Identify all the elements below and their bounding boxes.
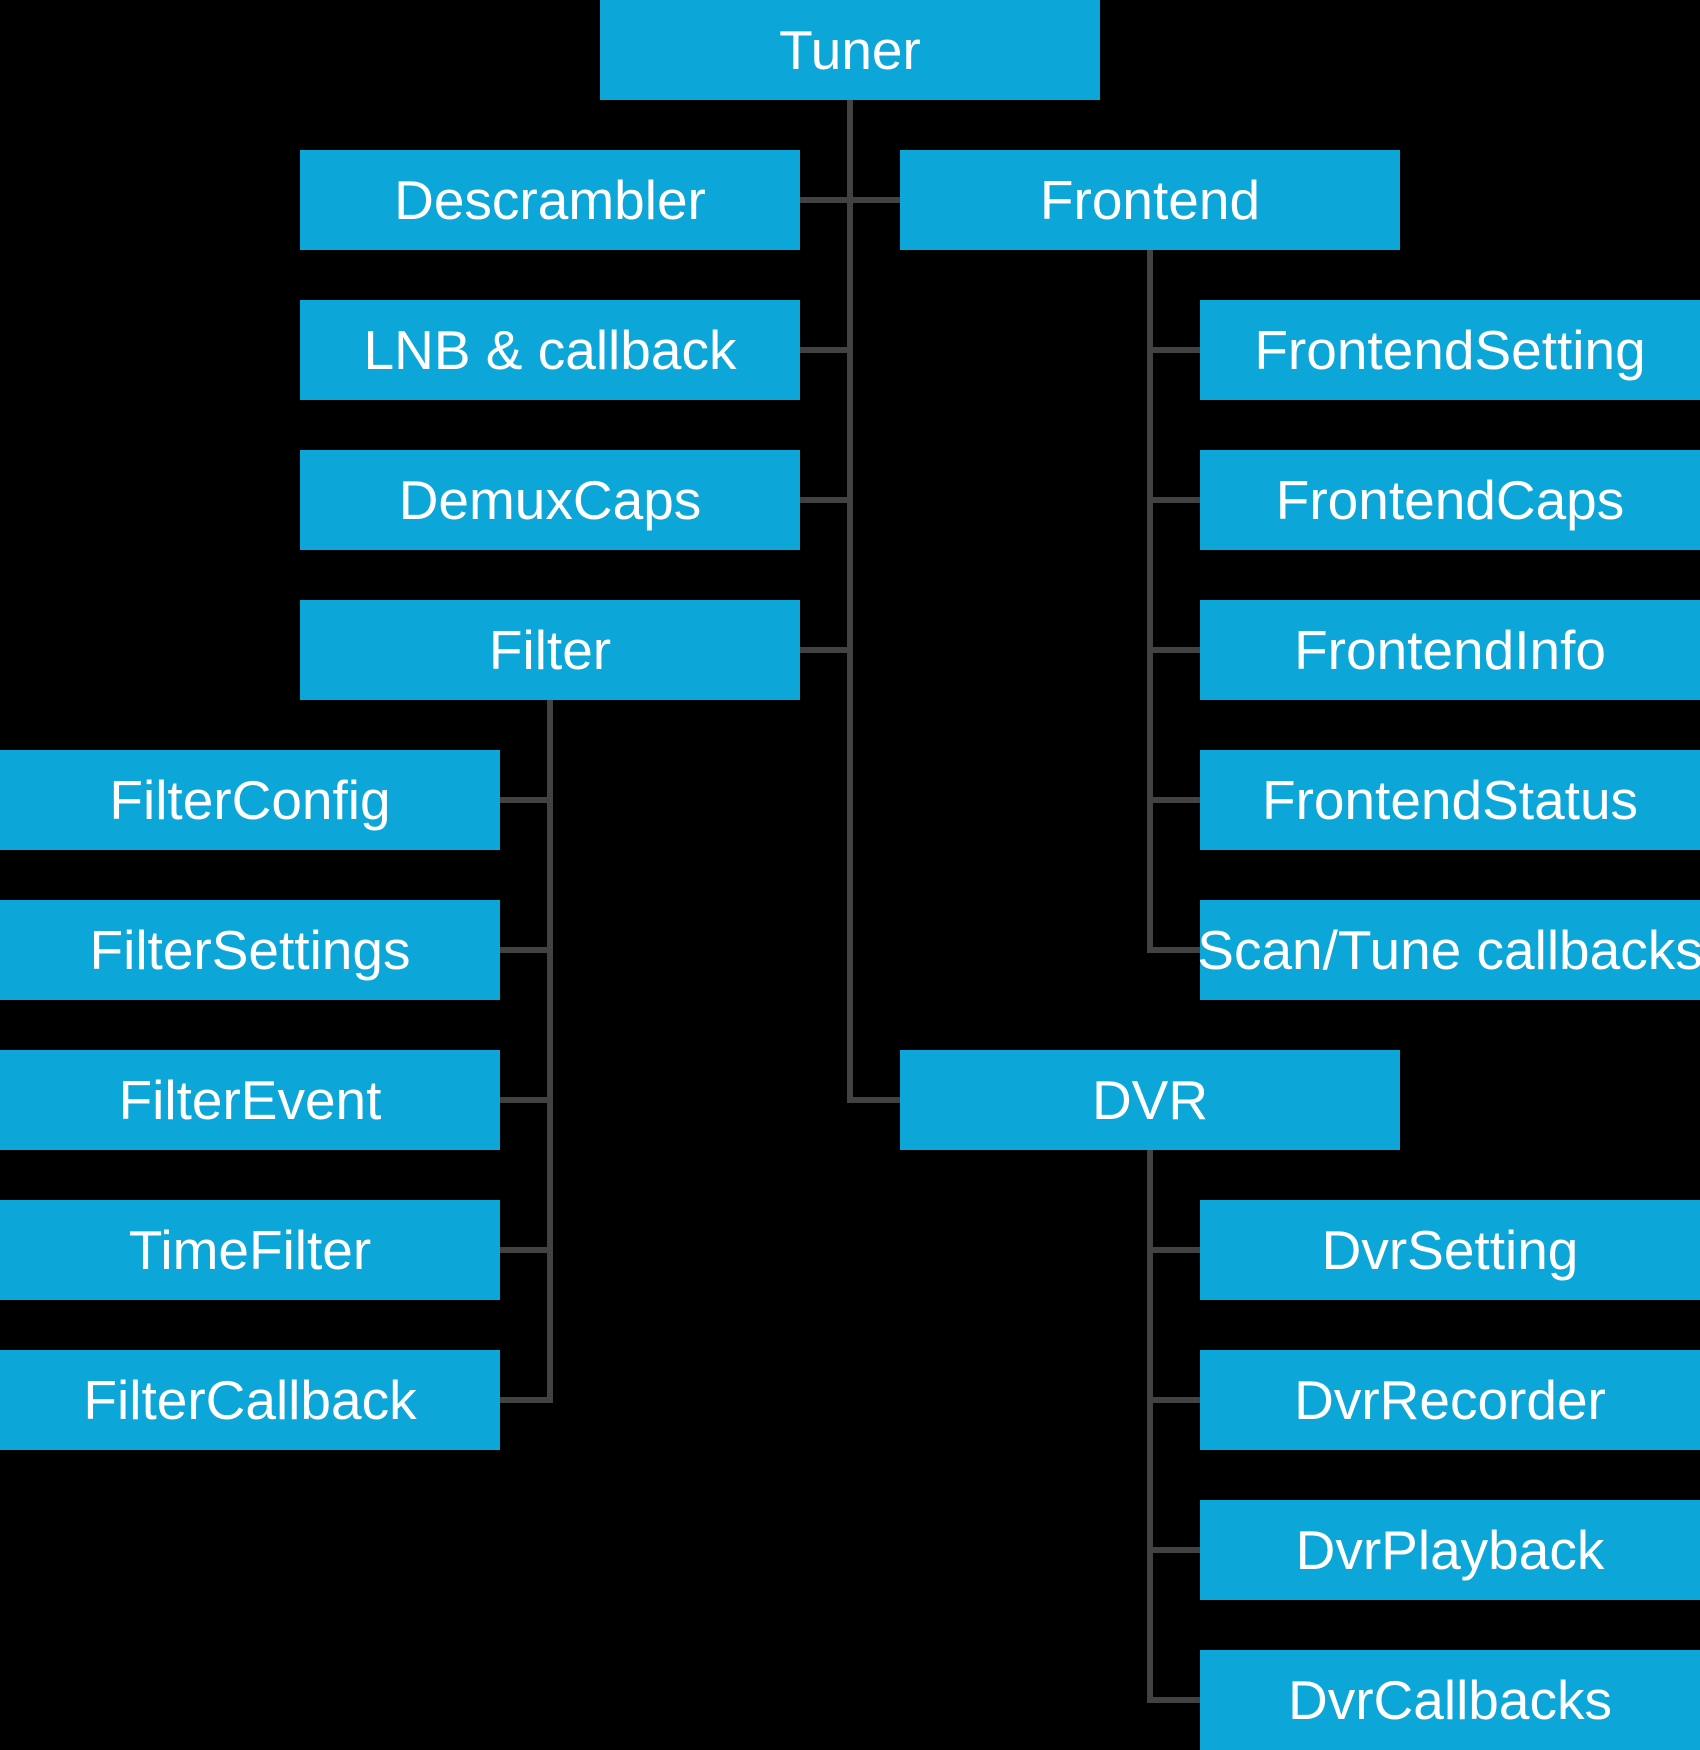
connector-stub-frontend_status [1147, 797, 1200, 803]
connector-stub-filter_callback [500, 1397, 553, 1403]
node-frontend_info: FrontendInfo [1200, 600, 1700, 700]
node-filter_settings: FilterSettings [0, 900, 500, 1000]
node-scan_tune_callbacks: Scan/Tune callbacks [1197, 900, 1700, 1000]
connector-trunk-frontend [1147, 250, 1153, 953]
node-frontend_caps: FrontendCaps [1200, 450, 1700, 550]
connector-stub-frontend_info [1147, 647, 1200, 653]
connector-stub-frontend_caps [1147, 497, 1200, 503]
node-dvr_callbacks: DvrCallbacks [1200, 1650, 1700, 1750]
connector-stub-frontend [847, 197, 900, 203]
node-time_filter: TimeFilter [0, 1200, 500, 1300]
connector-stub-descrambler [800, 197, 853, 203]
node-descrambler: Descrambler [300, 150, 800, 250]
connector-stub-demux_caps [800, 497, 853, 503]
node-frontend: Frontend [900, 150, 1400, 250]
connector-stub-filter_config [500, 797, 553, 803]
connector-stub-filter [800, 647, 853, 653]
node-filter_config: FilterConfig [0, 750, 500, 850]
node-filter: Filter [300, 600, 800, 700]
connector-stub-frontend_setting [1147, 347, 1200, 353]
connector-trunk-dvr [1147, 1150, 1153, 1703]
connector-stub-dvr_playback [1147, 1547, 1200, 1553]
node-frontend_setting: FrontendSetting [1200, 300, 1700, 400]
node-dvr_playback: DvrPlayback [1200, 1500, 1700, 1600]
connector-stub-lnb_callback [800, 347, 853, 353]
connector-stub-dvr_setting [1147, 1247, 1200, 1253]
node-demux_caps: DemuxCaps [300, 450, 800, 550]
node-filter_event: FilterEvent [0, 1050, 500, 1150]
connector-stub-dvr_callbacks [1147, 1697, 1200, 1703]
connector-stub-dvr_recorder [1147, 1397, 1200, 1403]
connector-trunk-tuner [847, 100, 853, 1103]
connector-stub-time_filter [500, 1247, 553, 1253]
node-tuner: Tuner [600, 0, 1100, 100]
node-dvr_setting: DvrSetting [1200, 1200, 1700, 1300]
node-lnb_callback: LNB & callback [300, 300, 800, 400]
connector-stub-filter_event [500, 1097, 553, 1103]
connector-stub-scan_tune_callbacks [1147, 947, 1200, 953]
connector-stub-dvr [847, 1097, 900, 1103]
node-dvr_recorder: DvrRecorder [1200, 1350, 1700, 1450]
node-filter_callback: FilterCallback [0, 1350, 500, 1450]
node-dvr: DVR [900, 1050, 1400, 1150]
connector-stub-filter_settings [500, 947, 553, 953]
connector-trunk-filter [547, 700, 553, 1403]
node-frontend_status: FrontendStatus [1200, 750, 1700, 850]
